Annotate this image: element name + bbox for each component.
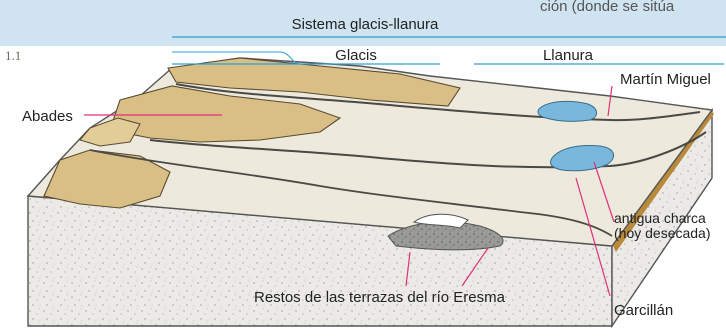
- corner-mark: 1.1: [5, 48, 21, 63]
- antigua-charca-label-1: antigua charca: [614, 210, 706, 226]
- system-title: Sistema glacis-llanura: [292, 16, 439, 33]
- martin-miguel-pond: [538, 101, 597, 121]
- garcillan-label: Garcillán: [614, 302, 673, 319]
- terrazas-label: Restos de las terrazas del río Eresma: [254, 289, 506, 306]
- antigua-charca-label-2: (hoy desecada): [614, 225, 711, 241]
- martin-miguel-label: Martín Miguel: [620, 71, 711, 88]
- glacis-label: Glacis: [335, 47, 377, 64]
- clipped-caption: ción (donde se sitúa: [540, 0, 675, 15]
- llanura-label: Llanura: [543, 47, 594, 64]
- abades-label: Abades: [22, 108, 73, 125]
